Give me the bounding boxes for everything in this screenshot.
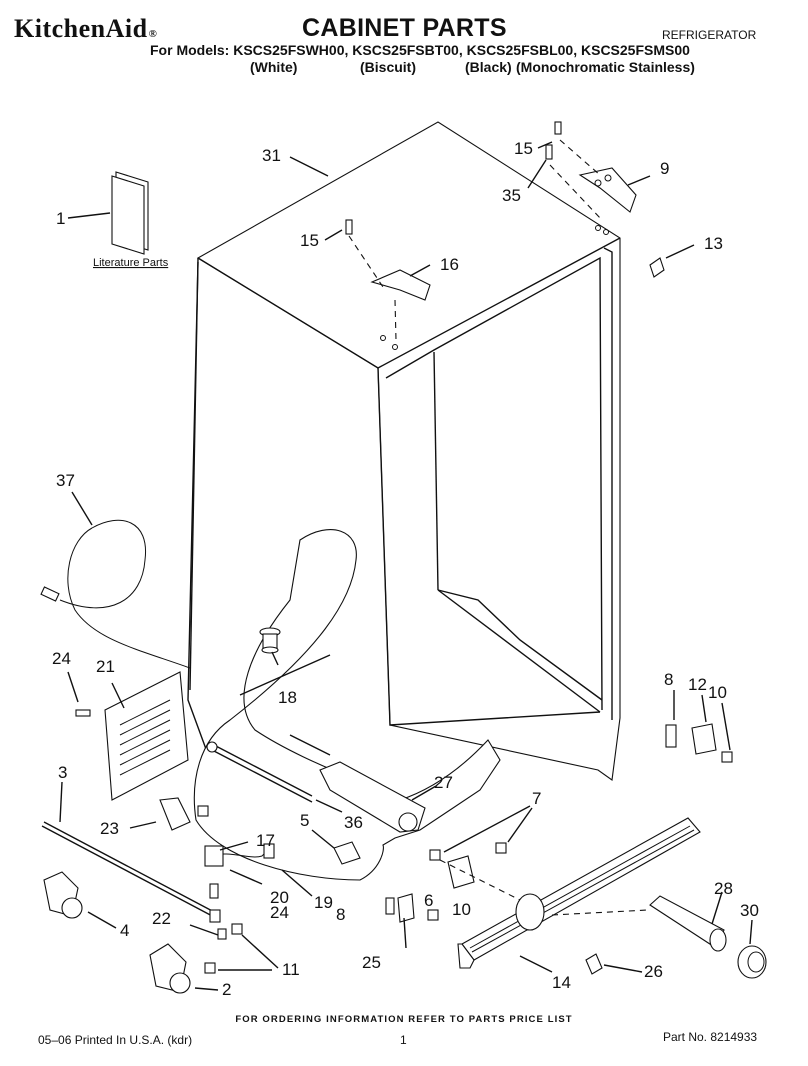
- callout-18: 18: [278, 688, 297, 707]
- callout-14: 14: [552, 973, 571, 992]
- cabinet-body: [187, 121, 621, 781]
- callout-24-lower: 24: [270, 903, 289, 922]
- part-number: Part No. 8214933: [663, 1030, 758, 1044]
- screws-lower-left: [189, 883, 279, 974]
- callout-10-lower: 10: [452, 900, 471, 919]
- damper-assembly-part: [319, 761, 437, 833]
- callout-24: 24: [52, 649, 71, 668]
- model-list: For Models: KSCS25FSWH00, KSCS25FSBT00, …: [150, 42, 690, 58]
- print-info: 05–06 Printed In U.S.A. (kdr): [38, 1033, 193, 1047]
- page-title: CABINET PARTS: [302, 14, 507, 42]
- callout-2: 2: [222, 980, 231, 999]
- callout-13: 13: [704, 234, 723, 253]
- color-stainless: (Monochromatic Stainless): [516, 59, 695, 75]
- callout-20: 20: [270, 888, 289, 907]
- callout-16: 16: [440, 255, 459, 274]
- registered-mark: ®: [148, 28, 158, 40]
- heater-tube-part: [206, 741, 343, 813]
- fan-motor-part: [551, 891, 727, 952]
- part-5-block: [311, 829, 361, 865]
- callout-30: 30: [740, 901, 759, 920]
- callout-15-top: 15: [514, 139, 533, 158]
- callout-28: 28: [714, 879, 733, 898]
- appliance-category: REFRIGERATOR: [662, 28, 757, 42]
- lower-bracket-parts: [385, 893, 439, 949]
- callout-22: 22: [152, 909, 171, 928]
- toe-grille-part: [457, 817, 701, 973]
- center-hinge-part: [345, 219, 431, 341]
- callout-35: 35: [502, 186, 521, 205]
- callout-15-center: 15: [300, 231, 319, 250]
- literature-parts-label: Literature Parts: [93, 257, 169, 269]
- leader-35: [527, 159, 547, 189]
- literature-booklet: [67, 171, 149, 255]
- callout-7: 7: [532, 789, 541, 808]
- rod-part: [41, 781, 221, 923]
- callout-23: 23: [100, 819, 119, 838]
- brand-logo: KitchenAid®: [14, 14, 157, 44]
- fan-blade-part: [737, 919, 767, 979]
- valve-assembly-part: [129, 797, 313, 897]
- callout-8-lower: 8: [336, 905, 345, 924]
- callout-27: 27: [434, 773, 453, 792]
- wire-harness-part: [40, 491, 191, 669]
- callout-8: 8: [664, 670, 673, 689]
- callout-1: 1: [56, 209, 65, 228]
- callout-31: 31: [262, 146, 281, 165]
- callout-25: 25: [362, 953, 381, 972]
- brand-name: KitchenAid: [14, 14, 148, 43]
- color-white: (White): [250, 59, 298, 75]
- callout-9: 9: [660, 159, 669, 178]
- callout-3: 3: [58, 763, 67, 782]
- callout-17: 17: [256, 831, 275, 850]
- leader-15-top: [537, 141, 553, 149]
- ordering-note: FOR ORDERING INFORMATION REFER TO PARTS …: [235, 1014, 573, 1025]
- callout-26: 26: [644, 962, 663, 981]
- callout-10: 10: [708, 683, 727, 702]
- callout-12: 12: [688, 675, 707, 694]
- right-bracket-parts: [665, 690, 733, 763]
- roller-right-part: [149, 943, 219, 994]
- grille-clip-part: [585, 953, 643, 975]
- callout-5: 5: [300, 811, 309, 830]
- color-black: (Black): [465, 59, 512, 75]
- page-number: 1: [400, 1033, 407, 1047]
- compressor-cover-part: [67, 671, 189, 801]
- callout-4: 4: [120, 921, 129, 940]
- callout-6: 6: [424, 891, 433, 910]
- color-biscuit: (Biscuit): [360, 59, 416, 75]
- clip-part: [649, 244, 695, 278]
- center-brackets-part: [429, 805, 533, 901]
- drain-trap-part: [259, 627, 281, 666]
- callout-11: 11: [282, 960, 300, 979]
- callout-19: 19: [314, 893, 333, 912]
- leader-31: [289, 156, 329, 177]
- callout-21: 21: [96, 657, 115, 676]
- leader-15-center: [324, 229, 343, 241]
- roller-left-part: [43, 871, 117, 929]
- callout-37: 37: [56, 471, 75, 490]
- top-hinge-part: [545, 121, 651, 221]
- callout-36: 36: [344, 813, 363, 832]
